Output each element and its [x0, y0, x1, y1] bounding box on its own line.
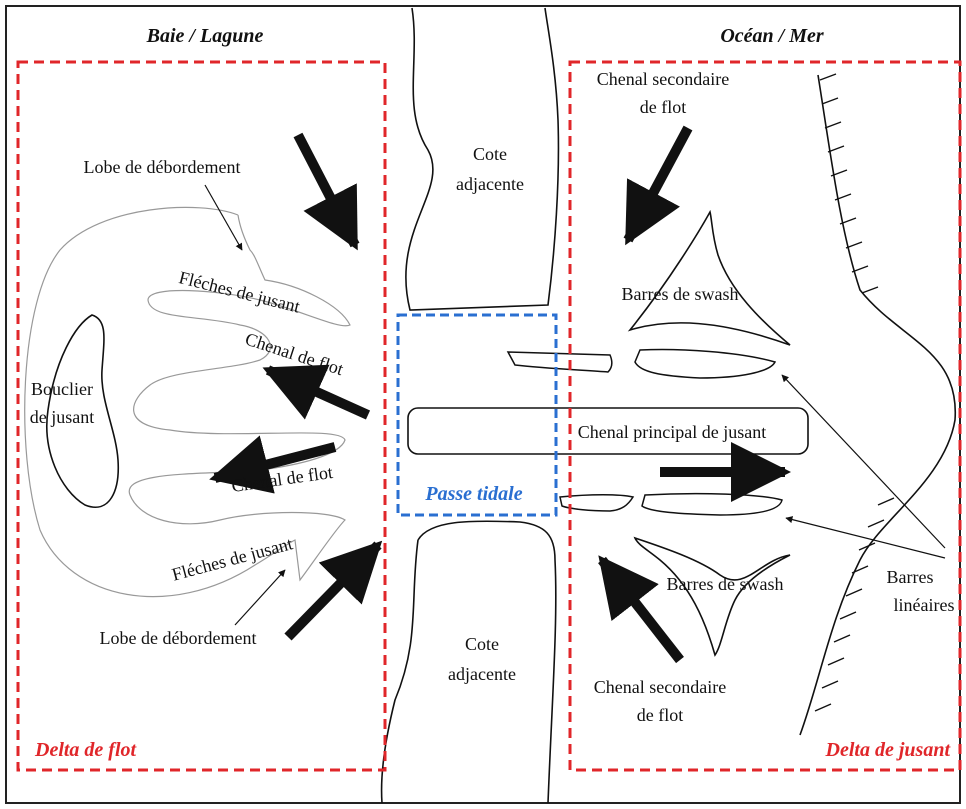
label-chenal-principal: Chenal principal de jusant: [578, 422, 766, 442]
label-fleches-top: Fléches de jusant: [177, 267, 302, 316]
shoreline-hatching: [814, 73, 895, 712]
main-ebb-channel: [407, 407, 809, 455]
label-chenal-sec-top-2: de flot: [640, 97, 687, 117]
flood-delta-box: [16, 60, 387, 772]
lower-adjacent-coast: [380, 520, 557, 804]
label-cote-bottom-2: adjacente: [448, 664, 516, 684]
label-delta-de-jusant: Delta de jusant: [825, 739, 952, 761]
linear-bar-2: [634, 348, 777, 379]
label-fleches-bottom: Fléches de jusant: [170, 533, 295, 584]
label-chenal-sec-bottom-2: de flot: [637, 705, 684, 725]
label-barres-swash-top: Barres de swash: [622, 284, 739, 304]
leader-linear-2: [785, 516, 946, 559]
label-cote-bottom-1: Cote: [465, 634, 499, 654]
arrow-flood-channel-top: [262, 364, 371, 420]
flood-delta-outline: [24, 206, 351, 598]
label-bouclier-1: Bouclier: [31, 379, 93, 399]
linear-bar-4: [641, 492, 783, 516]
label-passe-tidale: Passe tidale: [424, 483, 522, 505]
upper-adjacent-coast: [405, 7, 560, 311]
leader-lobe-top: [204, 184, 243, 251]
arrow-flood-top: [293, 132, 360, 251]
label-chenal-sec-bottom-1: Chenal secondaire: [594, 677, 726, 697]
outer-frame: [5, 5, 961, 804]
label-cote-top-2: adjacente: [456, 174, 524, 194]
label-lobe-top: Lobe de débordement: [84, 157, 241, 177]
leader-linear-1: [781, 374, 946, 549]
tidal-inlet-box: [396, 313, 558, 517]
label-bouclier-2: de jusant: [30, 407, 95, 427]
label-chenal-sec-top-1: Chenal secondaire: [597, 69, 729, 89]
arrow-flood-channel-bottom: [209, 435, 337, 494]
linear-bar-1: [506, 351, 613, 373]
header-bay-lagoon: Baie / Lagune: [146, 25, 264, 47]
leader-lobe-bottom: [234, 569, 286, 626]
arrow-flood-bottom: [284, 540, 383, 641]
label-barres-lineaires-2: linéaires: [894, 595, 955, 615]
label-barres-swash-bottom: Barres de swash: [667, 574, 784, 594]
arrow-secondary-bottom: [598, 555, 684, 664]
label-delta-de-flot: Delta de flot: [34, 739, 138, 761]
label-chenal-flot-top: Chenal de flot: [243, 329, 346, 380]
label-cote-top-1: Cote: [473, 144, 507, 164]
label-barres-lineaires-1: Barres: [887, 567, 934, 587]
flow-arrows: [209, 125, 791, 664]
ebb-shield-outline: [46, 314, 120, 508]
arrow-secondary-top: [623, 125, 693, 246]
header-ocean-sea: Océan / Mer: [720, 25, 824, 47]
swash-bar-top: [627, 209, 791, 346]
label-lobe-bottom: Lobe de débordement: [100, 628, 257, 648]
ebb-delta-box: [568, 60, 962, 772]
ocean-shoreline: [799, 74, 956, 736]
leader-arrows: [204, 184, 946, 626]
linear-bar-3: [559, 494, 635, 512]
swash-bar-bottom: [633, 536, 791, 657]
